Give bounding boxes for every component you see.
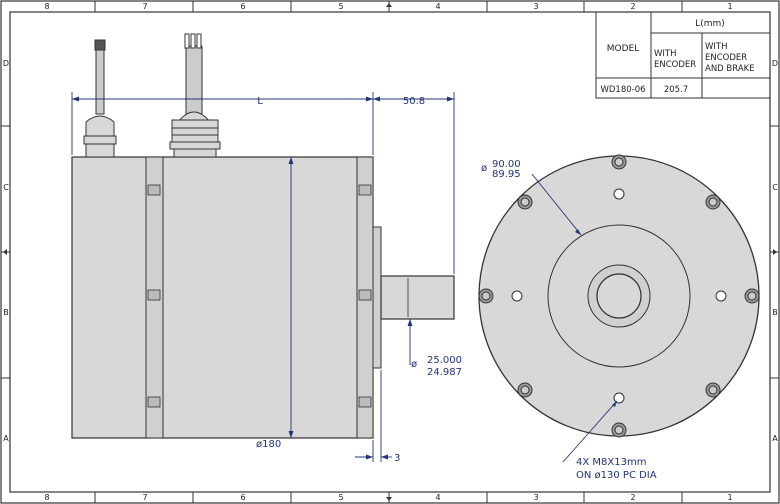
zone-label-right: B xyxy=(772,308,778,317)
front-leaders xyxy=(531,173,618,463)
table-header-l: L(mm) xyxy=(695,19,725,29)
table-header-model: MODEL xyxy=(607,44,639,54)
cable-gland-small xyxy=(83,39,117,158)
shaft-end xyxy=(596,273,642,319)
cable-gland-large xyxy=(169,33,221,158)
pilot-dia-bottom: 89.95 xyxy=(492,169,521,180)
zone-label-right: A xyxy=(772,434,778,443)
zone-label-top: 1 xyxy=(727,2,732,11)
zone-label-bottom: 1 xyxy=(727,493,732,502)
length-label: L xyxy=(257,96,263,107)
pilot-dia-symbol: ø xyxy=(481,163,487,174)
body-diameter-label: ø180 xyxy=(256,439,281,450)
table-row-model: WD180-06 xyxy=(600,85,645,95)
zone-label-top: 7 xyxy=(142,2,147,11)
model-table xyxy=(595,11,771,99)
zone-label-left: D xyxy=(3,59,9,68)
zone-label-left: A xyxy=(3,434,9,443)
pilot-dia-top: 90.00 xyxy=(492,159,521,170)
pilot xyxy=(372,226,382,369)
shaft-dia-bottom: 24.987 xyxy=(427,367,462,378)
zone-label-left: B xyxy=(3,308,9,317)
flange-thickness-label: 3 xyxy=(394,453,400,464)
zone-label-top: 3 xyxy=(533,2,538,11)
shaft-dia-top: 25.000 xyxy=(427,355,462,366)
side-view xyxy=(71,33,455,439)
zone-label-bottom: 5 xyxy=(338,493,343,502)
table-col1-line2: ENCODER xyxy=(654,60,696,70)
table-col2-line1: WITH xyxy=(705,42,728,52)
zone-label-bottom: 6 xyxy=(240,493,245,502)
zone-label-bottom: 8 xyxy=(44,493,49,502)
zone-label-top: 5 xyxy=(338,2,343,11)
zone-label-top: 6 xyxy=(240,2,245,11)
zone-label-bottom: 2 xyxy=(630,493,635,502)
front-view xyxy=(478,154,760,438)
motor-body xyxy=(71,156,374,439)
shaft-dia-symbol: ø xyxy=(411,359,417,370)
zone-label-bottom: 3 xyxy=(533,493,538,502)
zone-label-right: C xyxy=(772,183,778,192)
zone-label-top: 2 xyxy=(630,2,635,11)
zone-label-bottom: 4 xyxy=(435,493,440,502)
shaft-length-label: 50.8 xyxy=(403,96,425,107)
zone-label-bottom: 7 xyxy=(142,493,147,502)
table-col1-line1: WITH xyxy=(654,49,677,59)
zone-label-left: C xyxy=(3,183,9,192)
dim-arrows xyxy=(72,96,454,460)
holes-note-line2: ON ø130 PC DIA xyxy=(576,470,657,481)
shaft xyxy=(380,275,455,320)
table-col2-line2: ENCODER xyxy=(705,53,747,63)
zone-label-top: 4 xyxy=(435,2,440,11)
zone-label-right: D xyxy=(772,59,778,68)
table-row-l1: 205.7 xyxy=(664,85,688,95)
zone-label-top: 8 xyxy=(44,2,49,11)
holes-note-line1: 4X M8X13mm xyxy=(576,457,646,468)
table-col2-line3: AND BRAKE xyxy=(705,64,755,74)
